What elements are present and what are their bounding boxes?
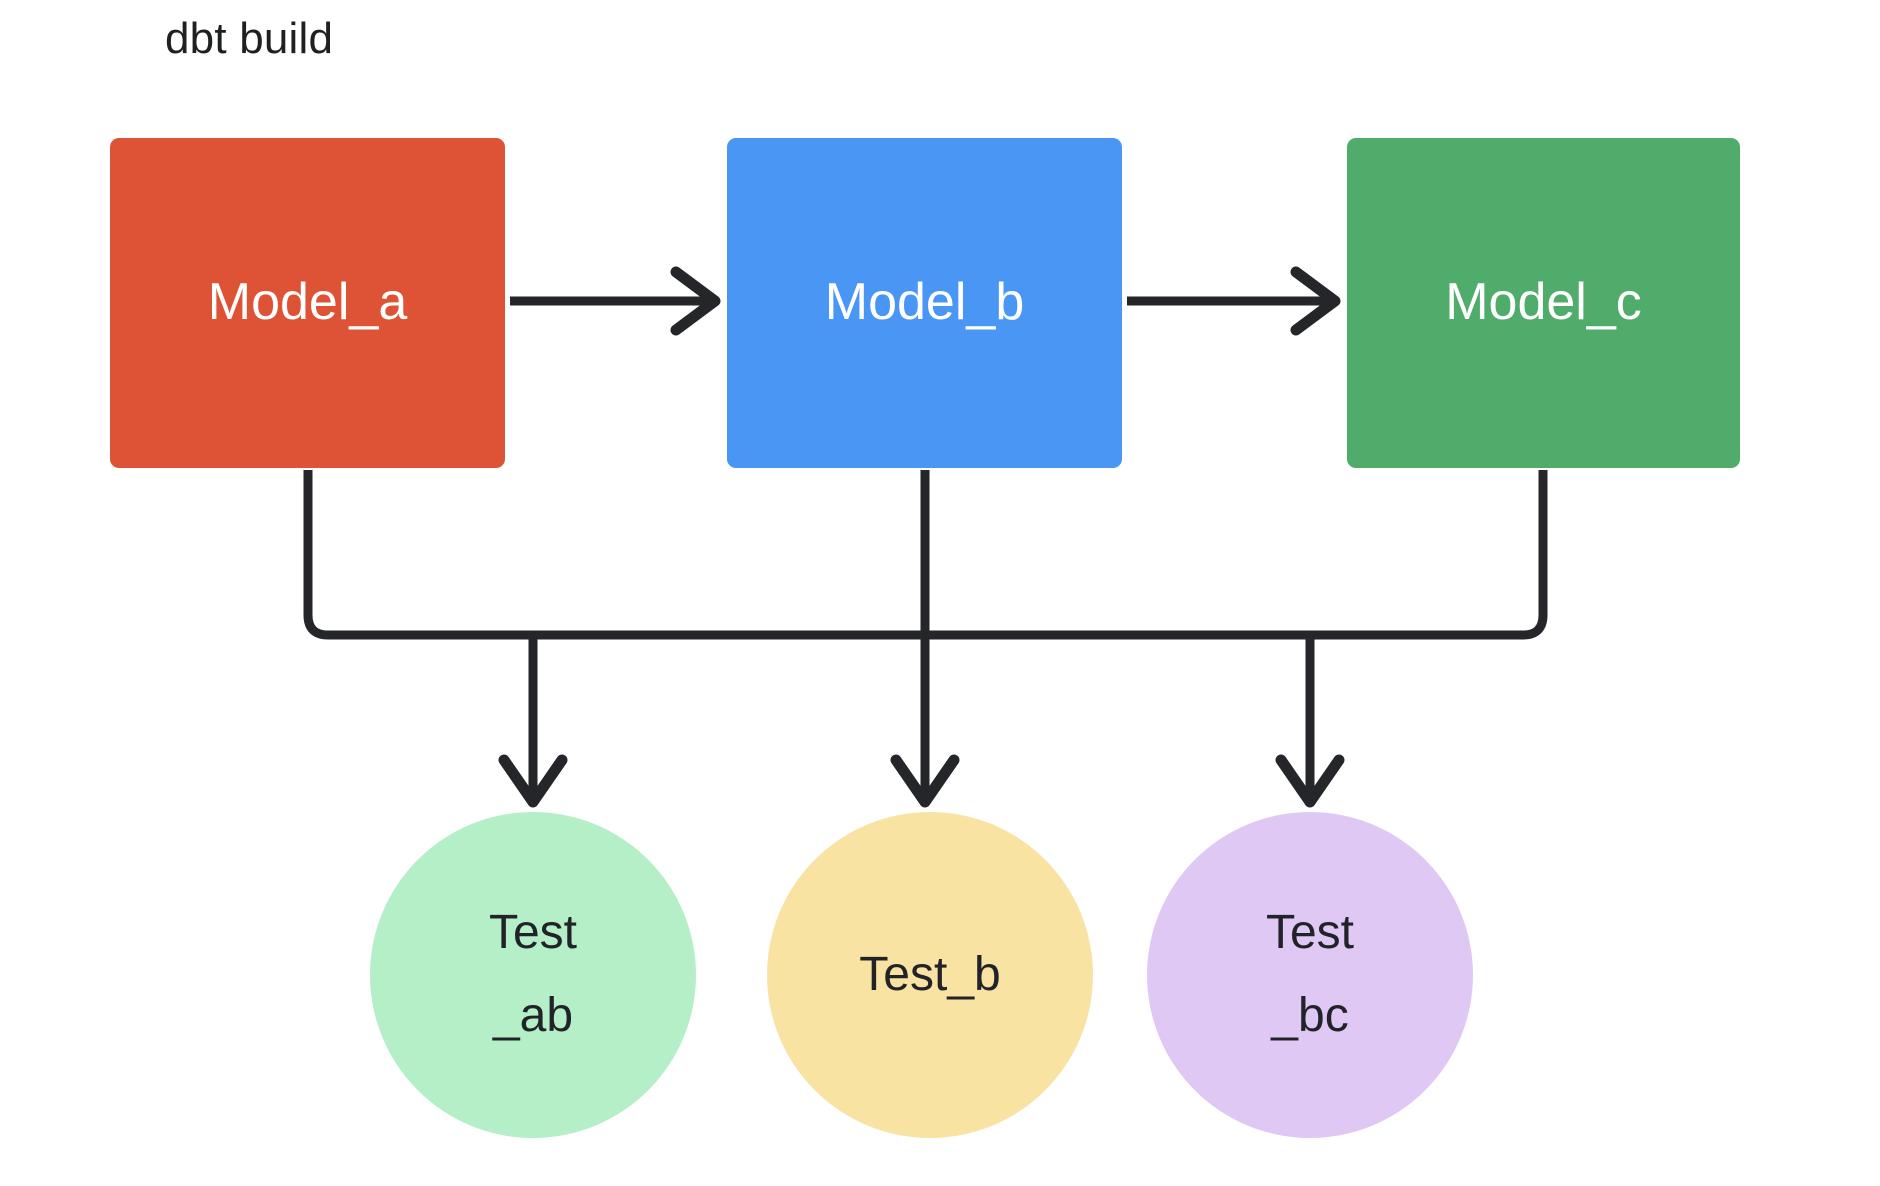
node-test-ab[interactable]: Test _ab <box>370 812 696 1138</box>
node-model-b-label: Model_b <box>824 273 1025 332</box>
edge-model-b-test-ab <box>533 470 930 640</box>
edge-model-b-test-b <box>890 470 960 808</box>
node-model-c[interactable]: Model_c <box>1347 138 1740 468</box>
page-title: dbt build <box>165 14 334 63</box>
node-test-b[interactable]: Test_b <box>767 812 1093 1138</box>
edge-model-a-test-ab <box>303 470 533 640</box>
node-test-b-label: Test_b <box>859 947 1001 1001</box>
node-model-a-label: Model_a <box>207 273 408 332</box>
node-model-c-label: Model_c <box>1445 273 1642 332</box>
node-test-bc-label: Test _bc <box>1265 906 1355 1042</box>
edge-drop-test-bc <box>1275 635 1345 808</box>
edge-model-c-test-bc <box>1310 470 1548 640</box>
node-test-ab-label: Test _ab <box>488 906 578 1042</box>
node-model-a[interactable]: Model_a <box>110 138 505 468</box>
node-model-b[interactable]: Model_b <box>727 138 1122 468</box>
edge-model-a-model-b <box>510 266 721 336</box>
edge-model-b-model-c <box>1127 266 1341 336</box>
node-test-bc[interactable]: Test _bc <box>1147 812 1473 1138</box>
edge-drop-test-ab <box>498 635 568 808</box>
